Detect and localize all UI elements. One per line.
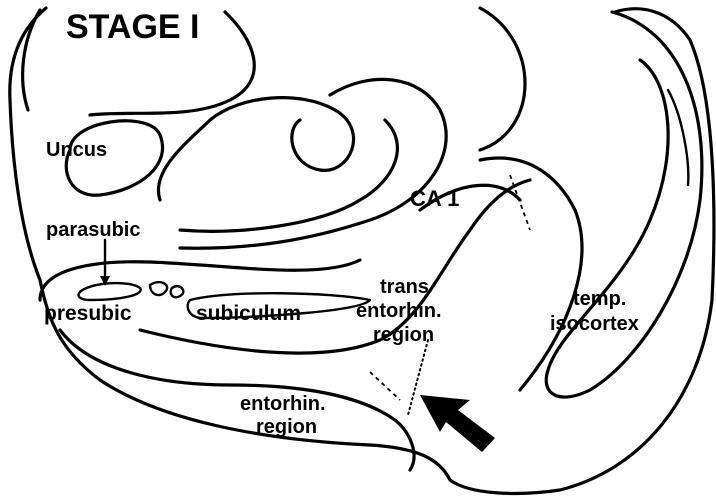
label-subiculum: subiculum bbox=[196, 302, 301, 325]
ca1-band bbox=[478, 156, 584, 392]
label-temp-isocortex-2: isocortex bbox=[550, 313, 639, 335]
entorhinal-lower bbox=[58, 328, 416, 472]
hippocampal-fold-right bbox=[178, 77, 448, 250]
upper-fold-line bbox=[21, 8, 42, 112]
label-parasubic: parasubic bbox=[46, 219, 140, 241]
label-trans-entorhin-1: trans bbox=[380, 276, 429, 298]
boundary-dashed-1 bbox=[509, 174, 531, 231]
subicular-lower bbox=[138, 178, 532, 355]
label-uncus: Uncus bbox=[46, 139, 107, 161]
ca1-inner-band bbox=[418, 183, 522, 212]
top-right-arc bbox=[478, 6, 527, 152]
outer-contour bbox=[8, 6, 716, 496]
boundary-dotted bbox=[407, 339, 429, 416]
temporal-sulcus bbox=[666, 88, 690, 187]
boundary-dashed-2 bbox=[369, 371, 401, 401]
hippocampal-fold-middle bbox=[156, 96, 356, 202]
hippocampal-fold-inner bbox=[178, 118, 399, 233]
presubic-islets bbox=[148, 280, 185, 299]
label-presubic: presubic bbox=[44, 302, 132, 325]
label-entorhin-1: entorhin. bbox=[240, 393, 326, 415]
subicular-outer bbox=[38, 258, 362, 302]
parasubic-outline bbox=[77, 281, 142, 302]
hippocampal-fold-outer bbox=[64, 119, 164, 197]
subiculum-outline bbox=[186, 292, 372, 320]
label-trans-entorhin-3: region bbox=[373, 324, 434, 346]
parasubic-pointer-head bbox=[100, 276, 110, 286]
top-arc bbox=[88, 10, 256, 117]
page-title: STAGE I bbox=[66, 8, 200, 46]
label-temp-isocortex-1: temp. bbox=[573, 288, 626, 310]
temporal-gyrus bbox=[544, 10, 704, 399]
arrow-pointer-icon bbox=[420, 395, 495, 452]
label-ca1: CA 1 bbox=[410, 186, 459, 211]
label-trans-entorhin-2: entorhin. bbox=[356, 300, 442, 322]
label-entorhin-2: region bbox=[256, 416, 317, 438]
